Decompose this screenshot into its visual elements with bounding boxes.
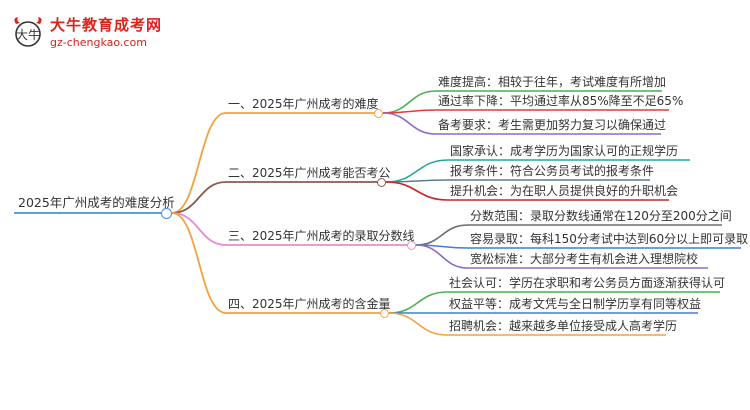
connector-line (388, 312, 448, 336)
branch-node-circle[interactable] (380, 308, 389, 318)
connector-line (171, 112, 227, 214)
leaf-exam-conditions[interactable]: 报考条件：符合公务员考试的报考条件 (450, 164, 655, 178)
leaf-promotion-opportunity[interactable]: 提升机会：为在职人员提供良好的升职机会 (450, 184, 679, 198)
leaf-loose-standard[interactable]: 宽松标准：大部分考生有机会进入理想院校 (470, 252, 699, 266)
connector-line (171, 212, 227, 246)
branch-node-circle[interactable] (374, 108, 383, 118)
connector-line (388, 291, 448, 314)
brand-name: 大牛教育成考网 (50, 16, 163, 34)
leaf-easy-admission[interactable]: 容易录取：每科150分考试中达到60分以上即可录取 (470, 232, 749, 246)
brand-url: gz-chengkao.com (50, 36, 147, 49)
connector-line (171, 181, 227, 214)
branch-admission-score[interactable]: 三、2025年广州成考的录取分数线 (228, 229, 415, 243)
connector-line (415, 224, 469, 246)
leaf-equal-rights[interactable]: 权益平等：成考文凭与全日制学历享有同等权益 (449, 297, 702, 311)
connector-line (415, 244, 469, 269)
leaf-score-range[interactable]: 分数范围：录取分数线通常在120分至200分之间 (470, 209, 732, 223)
branch-difficulty[interactable]: 一、2025年广州成考的难度 (228, 97, 379, 111)
leaf-pass-rate-drop[interactable]: 通过率下降：平均通过率从85%降至不足65% (438, 94, 684, 108)
branch-civil-service[interactable]: 二、2025年广州成考能否考公 (228, 166, 391, 180)
root-topic[interactable]: 2025年广州成考的难度分析 (18, 195, 175, 210)
connector-line (382, 112, 437, 135)
svg-text:大牛: 大牛 (16, 27, 40, 42)
leaf-prep-requirement[interactable]: 备考要求：考生需更加努力复习以确保通过 (438, 118, 667, 132)
branch-value[interactable]: 四、2025年广州成考的含金量 (228, 297, 391, 311)
root-node-circle[interactable] (161, 208, 172, 219)
leaf-hiring-opportunity[interactable]: 招聘机会：越来越多单位接受成人高考学历 (449, 319, 678, 333)
site-logo[interactable]: 大牛 大牛教育成考网 gz-chengkao.com (10, 12, 180, 54)
leaf-difficulty-increase[interactable]: 难度提高：相较于往年，考试难度有所增加 (438, 75, 667, 89)
branch-node-circle[interactable] (407, 240, 416, 250)
connector-line (171, 212, 227, 314)
leaf-national-recognition[interactable]: 国家承认：成考学历为国家认可的正规学历 (450, 144, 679, 158)
branch-node-circle[interactable] (377, 177, 386, 187)
bull-logo-icon: 大牛 (14, 17, 42, 47)
leaf-social-recognition[interactable]: 社会认可：学历在求职和考公务员方面逐渐获得认可 (449, 276, 726, 290)
connector-line (385, 181, 449, 201)
connector-line (385, 159, 449, 183)
